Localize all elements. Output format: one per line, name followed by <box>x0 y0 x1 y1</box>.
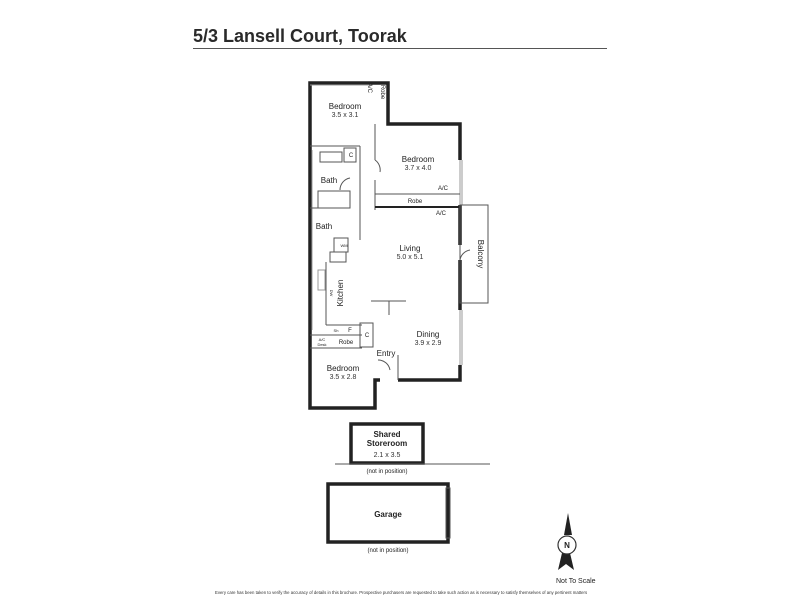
storeroom-note: (not in position) <box>366 469 407 475</box>
page-title: 5/3 Lansell Court, Toorak <box>193 26 407 46</box>
ac-label: A/C <box>436 211 447 217</box>
cupboard-label: C <box>365 333 370 339</box>
interior-walls <box>310 124 471 380</box>
not-to-scale-note: Not To Scale <box>556 578 596 585</box>
robe-label: Robe <box>408 199 423 205</box>
balcony-outline <box>459 204 489 304</box>
cupboard-label: C <box>349 153 354 159</box>
ac-label: A/C <box>438 186 449 192</box>
dining-label: Dining <box>417 330 440 339</box>
bath2-label: Bath <box>316 222 332 231</box>
robe-label: Robe <box>379 85 385 100</box>
bedroom2-dims: 3.7 x 4.0 <box>405 165 432 172</box>
bedroom2-label: Bedroom <box>402 155 435 164</box>
bedroom1-label: Bedroom <box>329 102 362 111</box>
garage-label: Garage <box>374 510 402 519</box>
bath1-label: Bath <box>321 176 337 185</box>
storeroom-label: Shared <box>373 430 400 439</box>
living-dims: 5.0 x 5.1 <box>397 254 424 261</box>
bedroom1-dims: 3.5 x 3.1 <box>332 112 359 119</box>
bedroom3-label: Bedroom <box>327 364 360 373</box>
wm-label: WM <box>340 243 347 248</box>
title-divider <box>193 48 607 49</box>
desk-label: Desk <box>317 342 326 347</box>
ac-label: A/C <box>366 83 372 94</box>
storeroom-label: Storeroom <box>367 439 407 448</box>
bedroom3-dims: 3.5 x 2.8 <box>330 374 357 381</box>
garage-outline <box>326 482 450 544</box>
f-label: F <box>348 328 352 334</box>
living-label: Living <box>400 244 421 253</box>
compass-north-label: N <box>564 541 570 550</box>
storeroom-dims: 2.1 x 3.5 <box>374 452 401 459</box>
north-compass-icon: N <box>557 513 577 570</box>
exterior-walls <box>308 81 463 410</box>
dw-label: DW <box>329 290 334 297</box>
storeroom-outline <box>349 422 425 465</box>
robe-label: Robe <box>339 340 354 346</box>
balcony-label: Balcony <box>476 240 485 268</box>
entry-label: Entry <box>377 349 396 358</box>
dining-dims: 3.9 x 2.9 <box>415 340 442 347</box>
sh-label: Sh <box>334 328 339 333</box>
ac-desk-label: A/C <box>319 337 326 342</box>
garage-note: (not in position) <box>367 548 408 554</box>
disclaimer: Every care has been taken to verify the … <box>215 590 588 595</box>
kitchen-label: Kitchen <box>336 280 345 307</box>
